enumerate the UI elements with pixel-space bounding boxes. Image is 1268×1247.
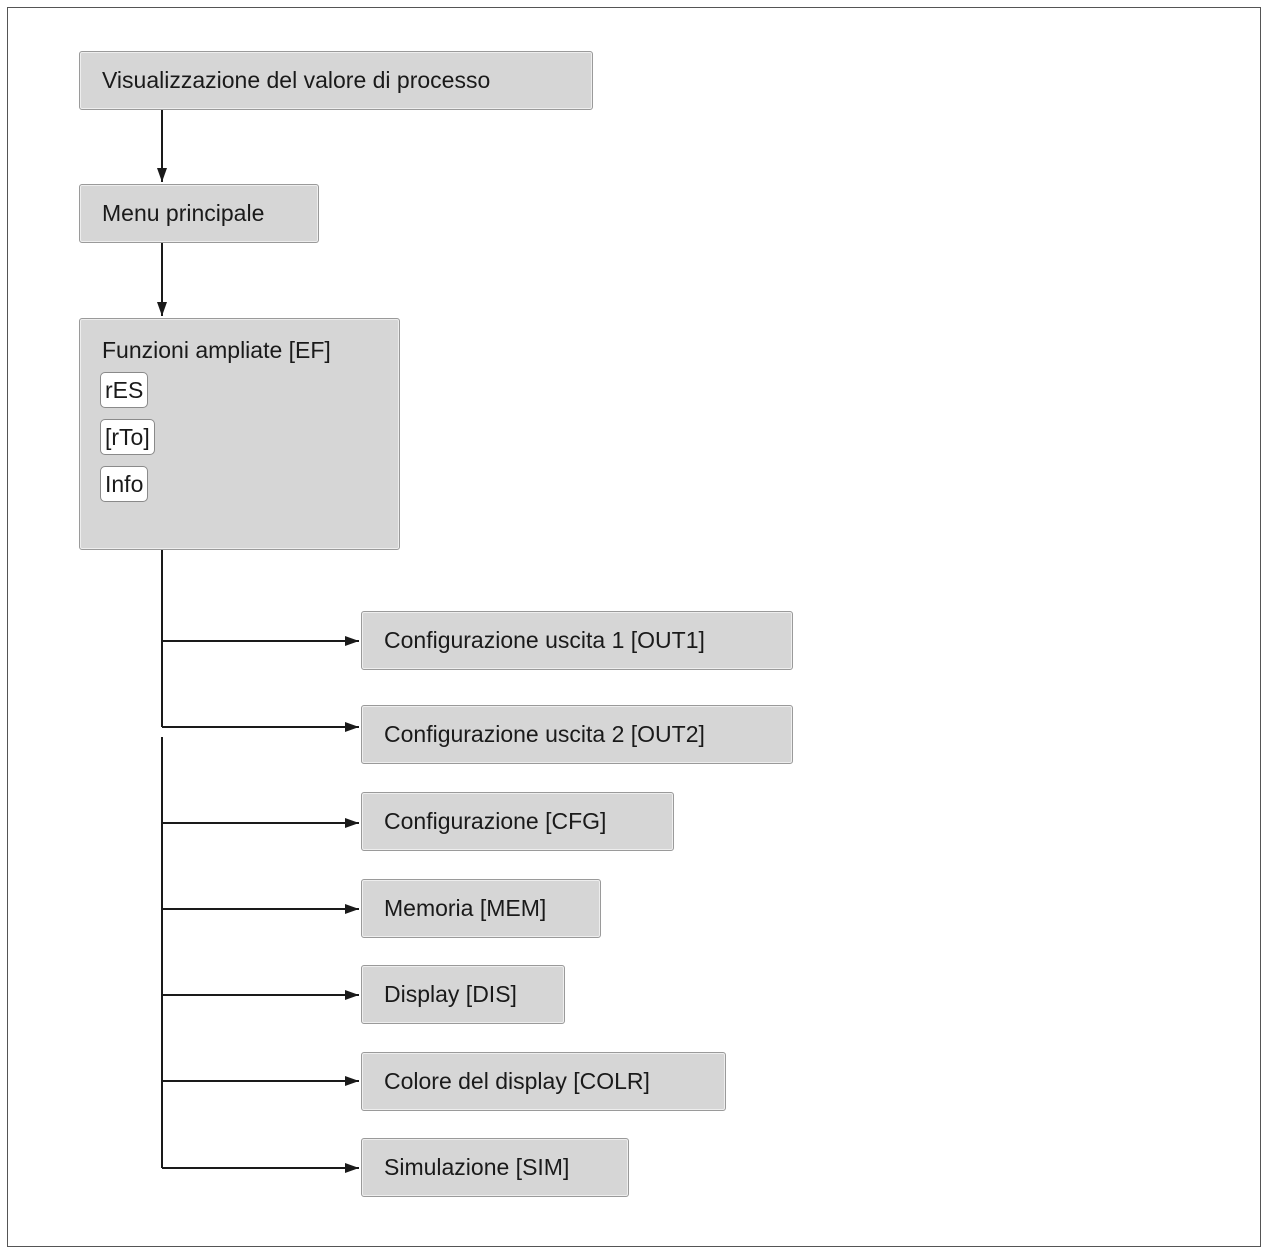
submenu-out2: Configurazione uscita 2 [OUT2] (361, 705, 793, 764)
extended-functions-title: Funzioni ampliate [EF] (102, 337, 331, 363)
menu-item-rto: [rTo] (100, 419, 155, 455)
submenu-sim-label: Simulazione [SIM] (384, 1154, 570, 1180)
menu-item-res: rES (100, 372, 149, 408)
submenu-cfg: Configurazione [CFG] (361, 792, 674, 851)
submenu-dis-label: Display [DIS] (384, 981, 517, 1007)
submenu-cfg-label: Configurazione [CFG] (384, 808, 607, 834)
submenu-sim: Simulazione [SIM] (361, 1138, 629, 1197)
process-value-label: Visualizzazione del valore di processo (102, 67, 491, 93)
menu-item-info: Info (100, 466, 149, 502)
submenu-out1-label: Configurazione uscita 1 [OUT1] (384, 627, 705, 653)
submenu-out1: Configurazione uscita 1 [OUT1] (361, 611, 793, 670)
submenu-out2-label: Configurazione uscita 2 [OUT2] (384, 721, 705, 747)
submenu-colr: Colore del display [COLR] (361, 1052, 726, 1111)
process-value-box: Visualizzazione del valore di processo (79, 51, 593, 110)
main-menu-box: Menu principale (79, 184, 319, 243)
submenu-colr-label: Colore del display [COLR] (384, 1068, 650, 1094)
submenu-dis: Display [DIS] (361, 965, 565, 1024)
submenu-mem-label: Memoria [MEM] (384, 895, 547, 921)
extended-functions-box: Funzioni ampliate [EF] rES [rTo] Info (79, 318, 400, 550)
submenu-mem: Memoria [MEM] (361, 879, 601, 938)
main-menu-label: Menu principale (102, 200, 265, 226)
